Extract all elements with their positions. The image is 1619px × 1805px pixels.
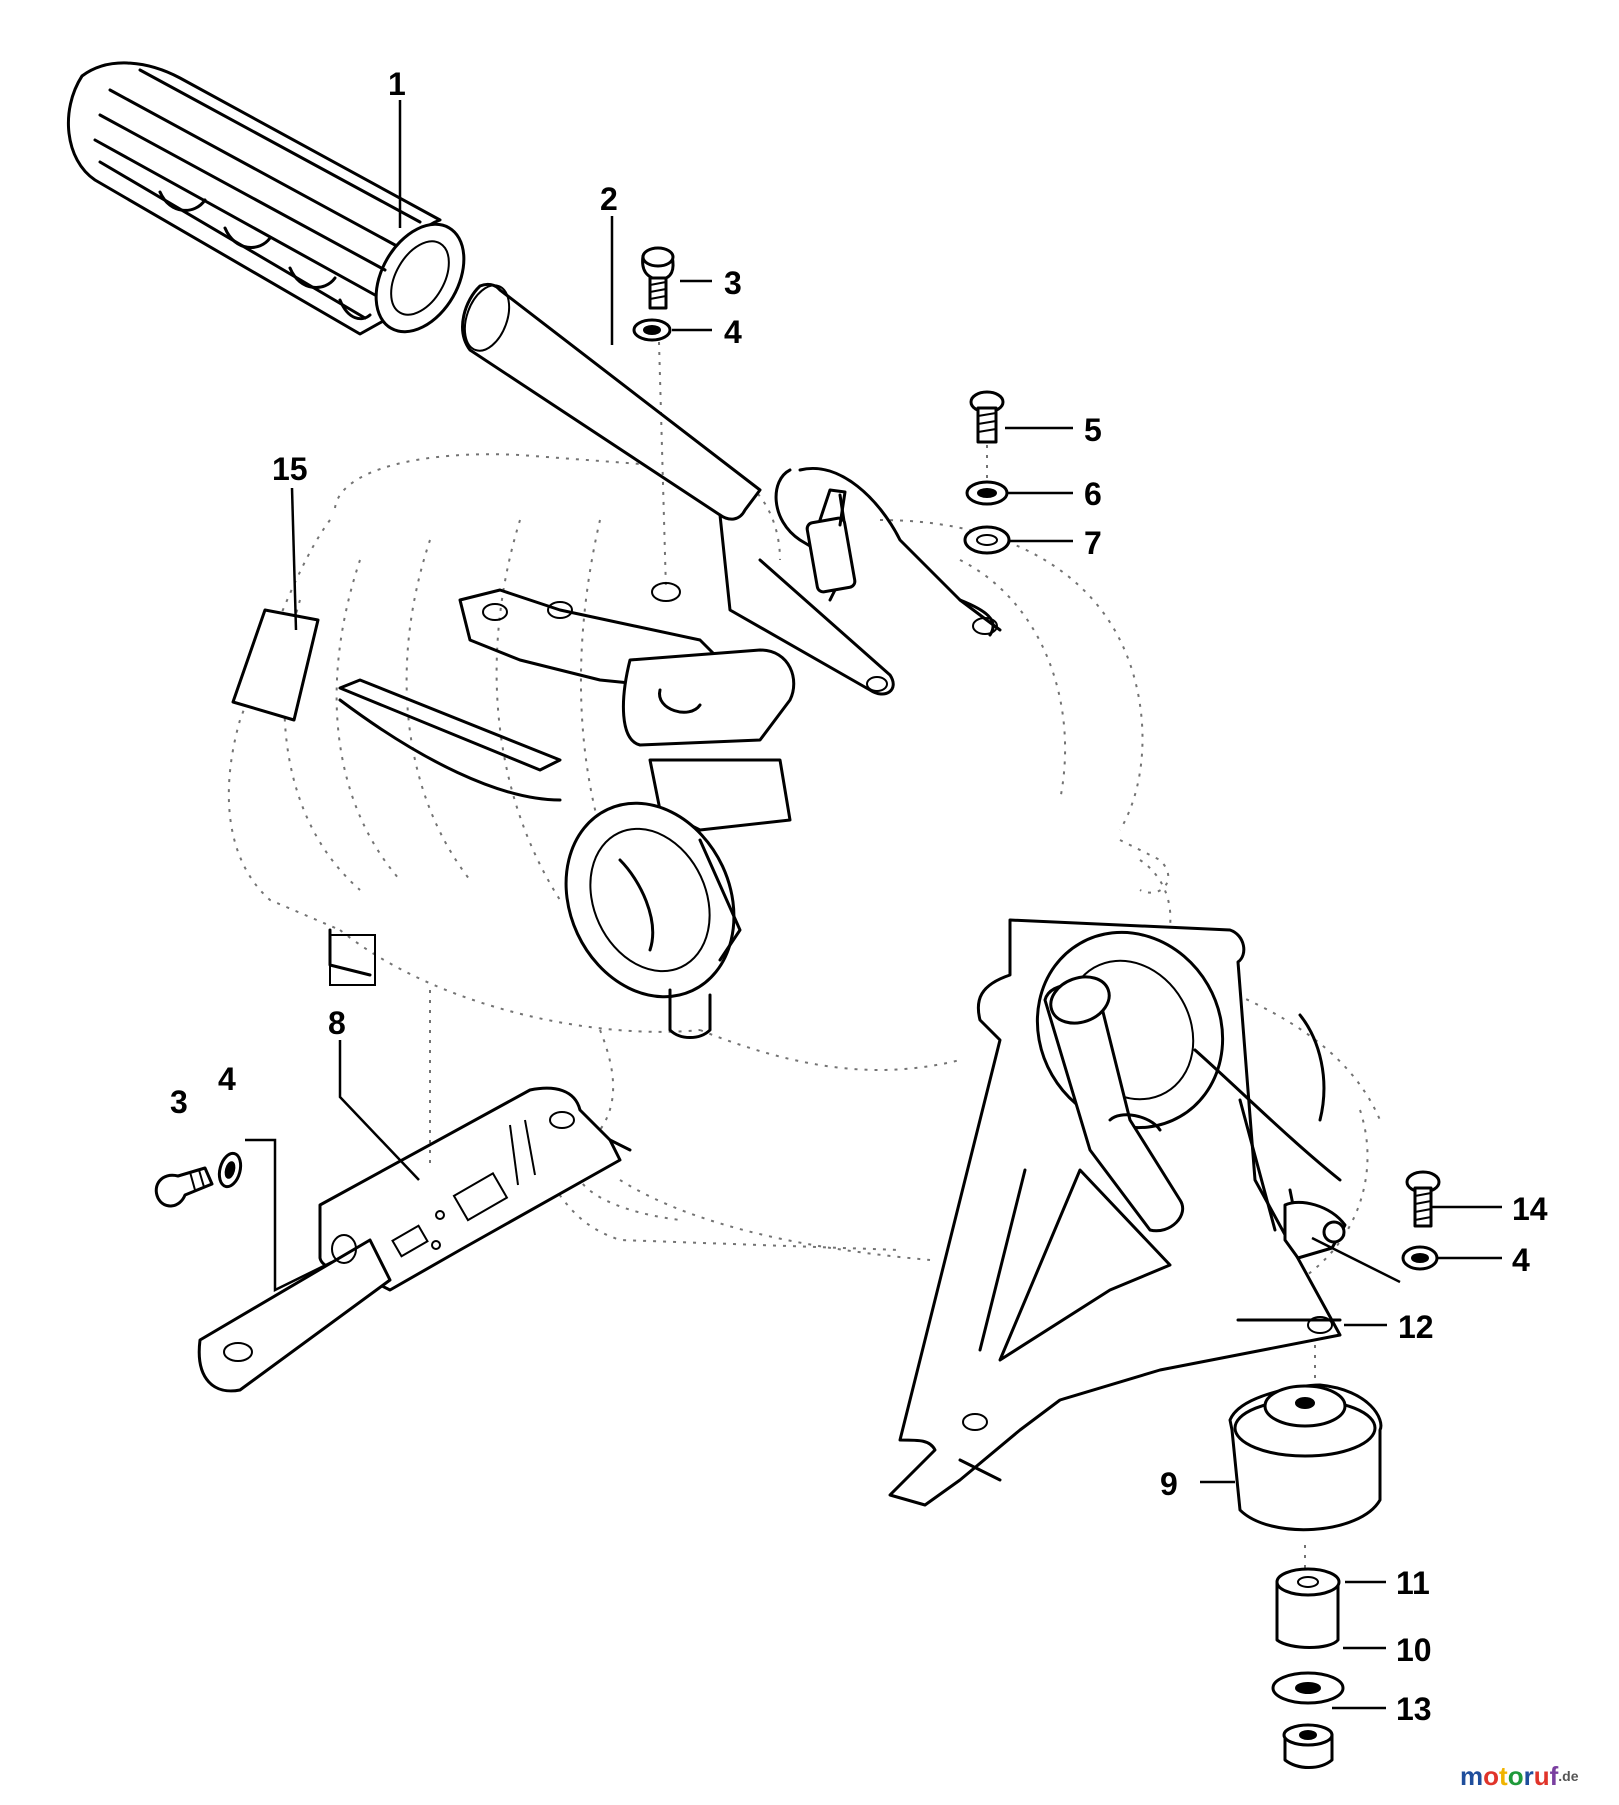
handle-grip-part [66, 61, 466, 336]
watermark-letter: f [1550, 1761, 1559, 1791]
callout-7: 7 [1084, 525, 1102, 561]
right-lower-screw-washer-group [1311, 1170, 1441, 1284]
watermark-letter: o [1483, 1761, 1499, 1791]
leader-lines [290, 100, 1502, 1710]
callout-1: 1 [388, 66, 406, 102]
callout-4-right: 4 [1512, 1242, 1530, 1278]
handle-tube-part [461, 282, 1002, 696]
callout-2: 2 [600, 181, 618, 217]
watermark-letter: o [1508, 1761, 1524, 1791]
callout-9: 9 [1160, 1466, 1178, 1502]
callout-4-top: 4 [724, 314, 742, 350]
callout-5: 5 [1084, 412, 1102, 448]
callout-8: 8 [328, 1005, 346, 1041]
callout-labels: 1 2 3 4 5 6 7 15 8 3 4 14 4 12 9 11 10 1… [170, 66, 1548, 1727]
watermark-letter: t [1499, 1761, 1508, 1791]
carburetor-assembly [328, 588, 796, 1039]
callout-11: 11 [1396, 1565, 1430, 1601]
callout-14: 14 [1512, 1191, 1548, 1227]
label-sticker-part [231, 608, 320, 722]
callout-3-top: 3 [724, 265, 742, 301]
callout-13: 13 [1396, 1691, 1432, 1727]
callout-6: 6 [1084, 476, 1102, 512]
watermark-letter: m [1460, 1761, 1483, 1791]
callout-12: 12 [1398, 1309, 1434, 1345]
rubber-mount-stack [1228, 1345, 1383, 1769]
svg-text:motoruf.de: motoruf.de [1460, 1761, 1579, 1791]
left-bracket-part [197, 1086, 632, 1393]
callout-15: 15 [272, 451, 308, 487]
watermark-suffix: .de [1558, 1768, 1578, 1784]
right-screw-washer-group [963, 390, 1011, 555]
motoruf-watermark: motoruf.de [1460, 1761, 1579, 1791]
right-bracket-muffler-part [888, 918, 1347, 1507]
top-screw-washer-group [632, 246, 681, 602]
callout-4-left: 4 [218, 1061, 236, 1097]
left-screw-washer-group [154, 1138, 333, 1293]
watermark-letter: r [1524, 1761, 1534, 1791]
callout-10: 10 [1396, 1632, 1432, 1668]
callout-3-left: 3 [170, 1084, 188, 1120]
watermark-letter: u [1534, 1761, 1550, 1791]
